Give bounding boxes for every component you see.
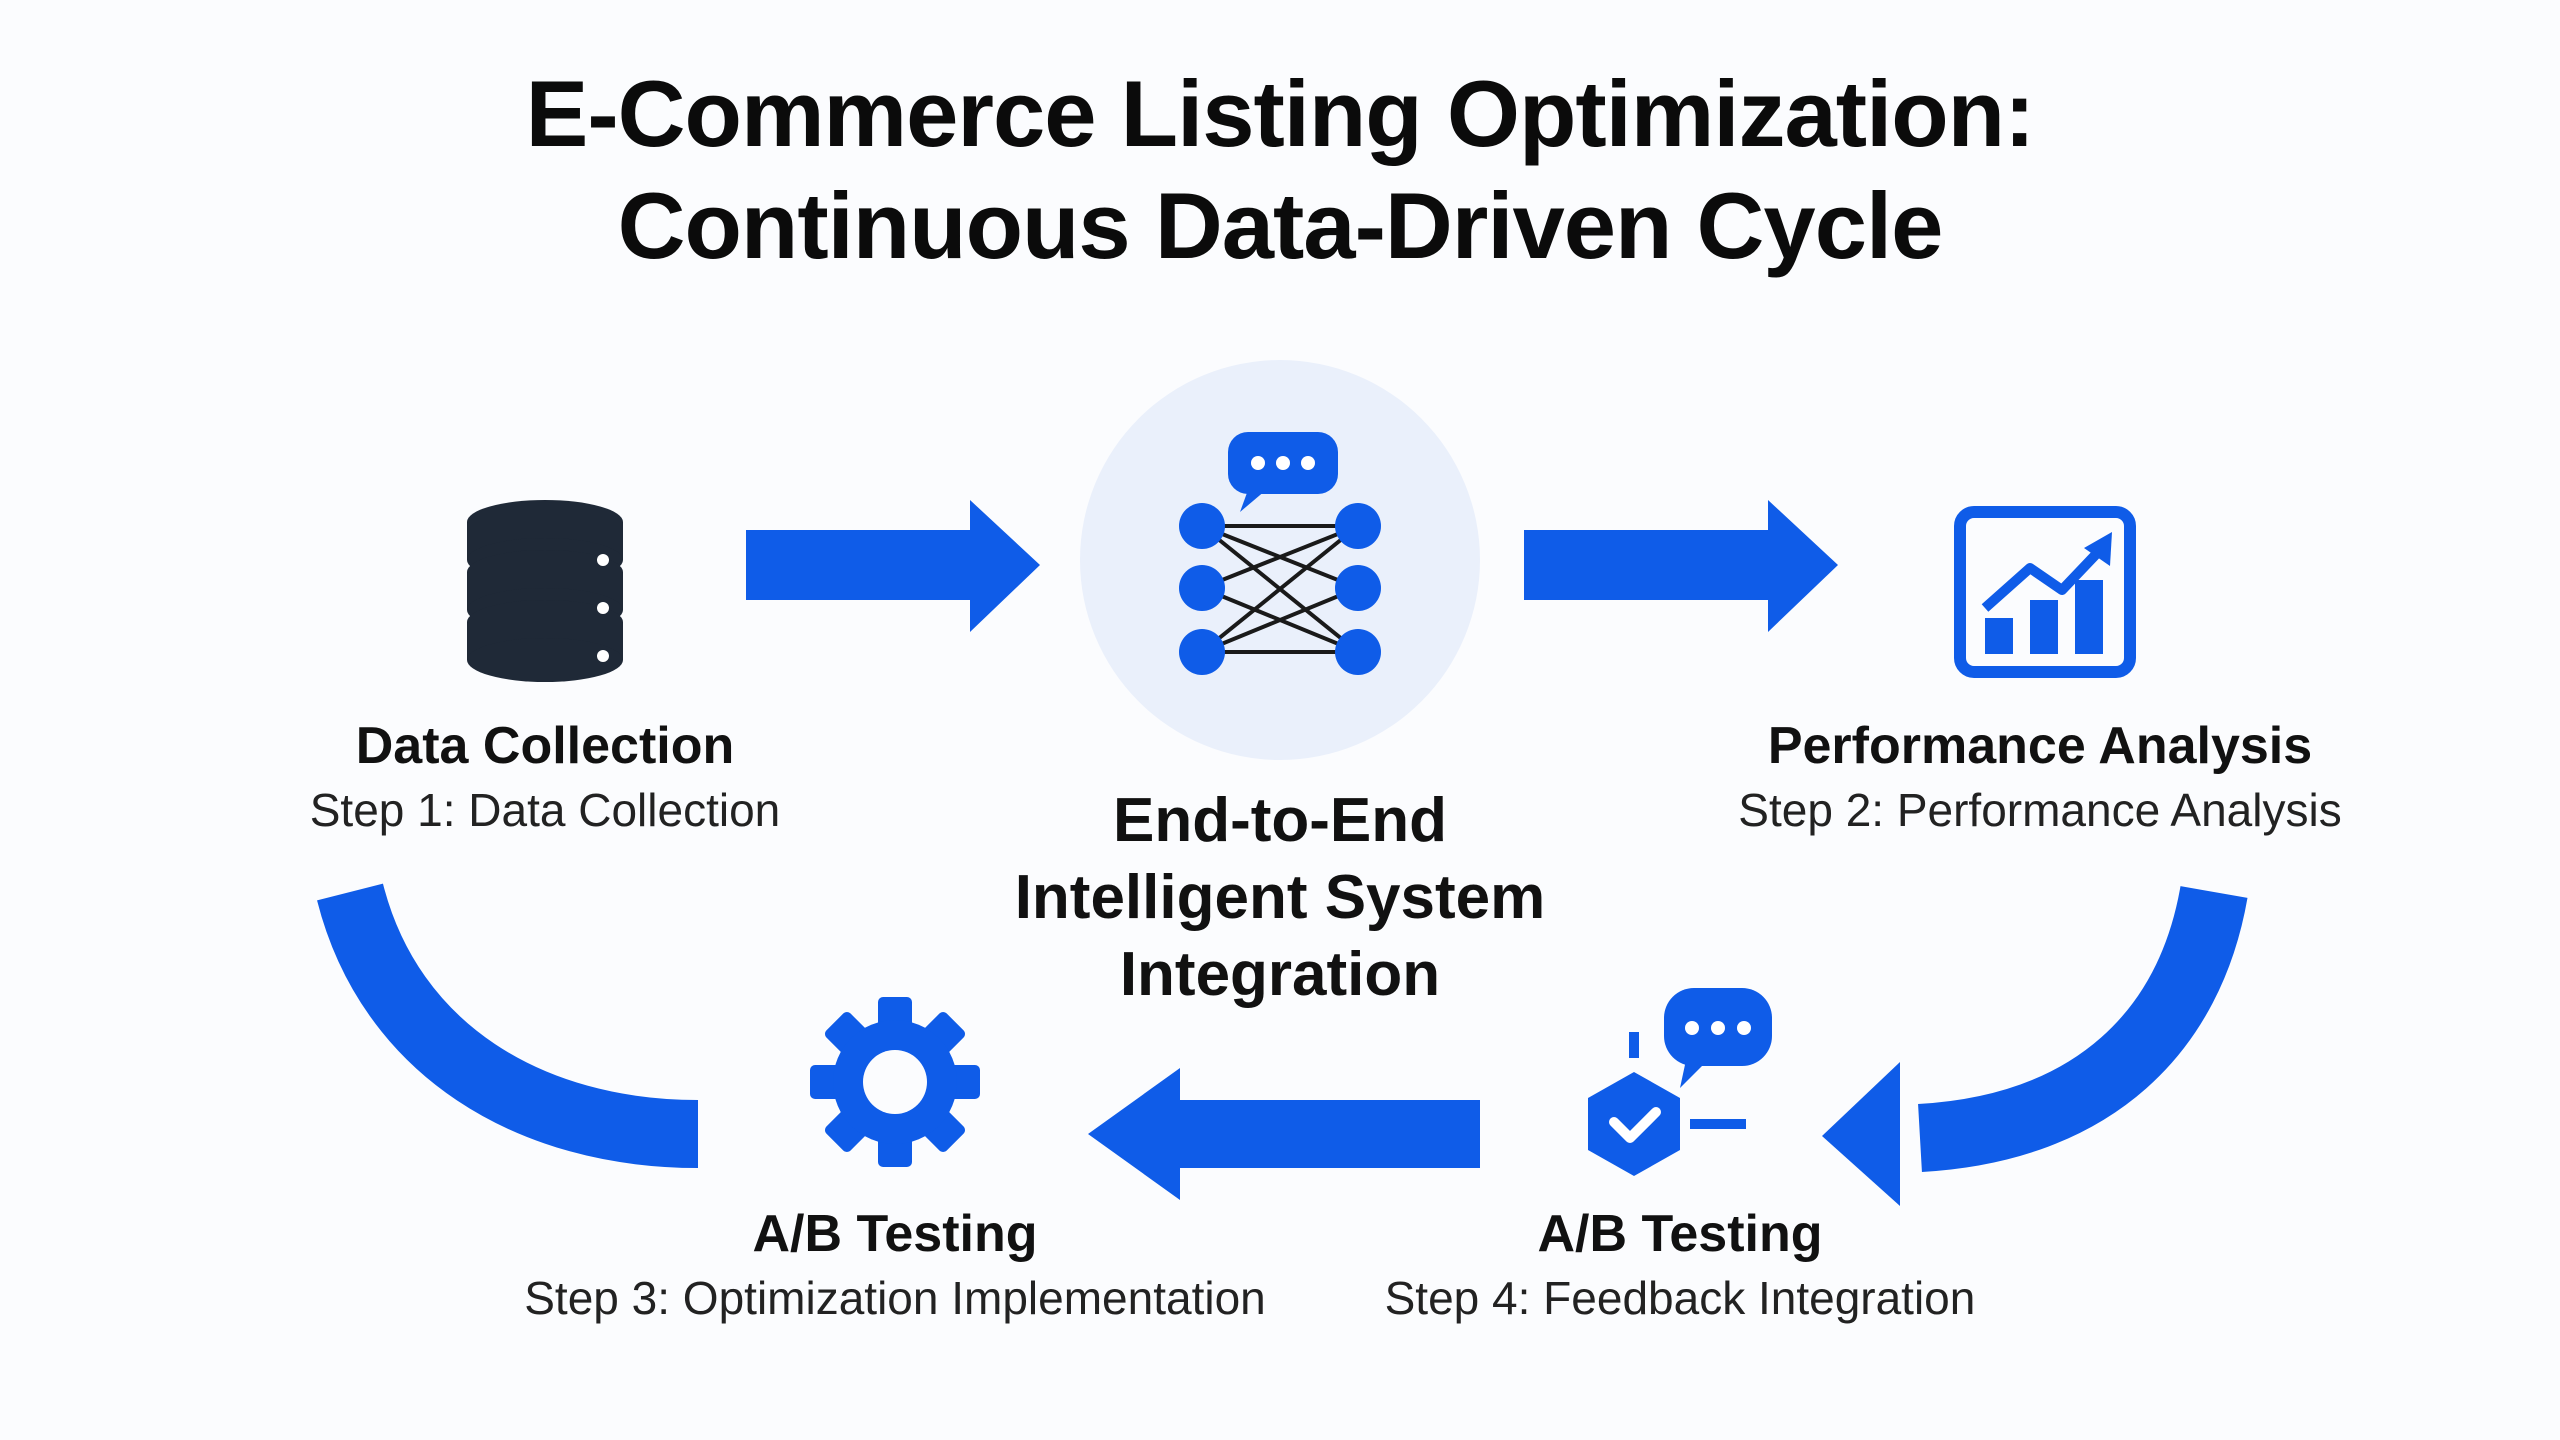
step-3-label: A/B Testing Step 3: Optimization Impleme…	[475, 1202, 1315, 1330]
curve-analysis-to-feedback	[1917, 885, 2248, 1172]
hub-label: End-to-End Intelligent System Integratio…	[930, 782, 1630, 1013]
analytics-chart-icon	[1954, 506, 2136, 678]
gear-icon	[810, 997, 980, 1167]
step-4-label: A/B Testing Step 4: Feedback Integration	[1340, 1202, 2020, 1330]
curve-analysis-to-feedback-head	[1822, 1062, 1900, 1206]
step-4-subtitle: Step 4: Feedback Integration	[1384, 1272, 1976, 1324]
step-2-subtitle: Step 2: Performance Analysis	[1738, 784, 2342, 836]
hub-label-line-3: Integration	[1119, 940, 1441, 1009]
step-3-subtitle: Step 3: Optimization Implementation	[524, 1272, 1266, 1324]
step-1-label: Data Collection Step 1: Data Collection	[250, 714, 840, 842]
neural-network-chat-icon	[1179, 432, 1381, 675]
arrow-feedback-to-optimization	[1088, 1068, 1480, 1200]
database-icon	[467, 500, 623, 682]
step-1-subtitle: Step 1: Data Collection	[309, 784, 781, 836]
hub-circle	[1080, 360, 1480, 760]
arrow-collection-to-hub	[746, 500, 1040, 632]
step-2-title: Performance Analysis	[1767, 717, 2313, 775]
step-1-title: Data Collection	[355, 717, 735, 775]
feedback-check-icon	[1588, 988, 1772, 1176]
diagram-title: E-Commerce Listing Optimization: Continu…	[0, 58, 2560, 282]
step-4-title: A/B Testing	[1537, 1205, 1823, 1263]
step-3-title: A/B Testing	[752, 1205, 1038, 1263]
title-line-2: Continuous Data-Driven Cycle	[617, 173, 1944, 278]
arrow-hub-to-analysis	[1524, 500, 1838, 632]
curve-optimization-to-collection	[317, 883, 699, 1168]
step-2-label: Performance Analysis Step 2: Performance…	[1690, 714, 2390, 842]
hub-label-line-1: End-to-End	[1112, 786, 1447, 855]
hub-label-line-2: Intelligent System	[1014, 863, 1546, 932]
title-line-1: E-Commerce Listing Optimization:	[525, 61, 2036, 166]
